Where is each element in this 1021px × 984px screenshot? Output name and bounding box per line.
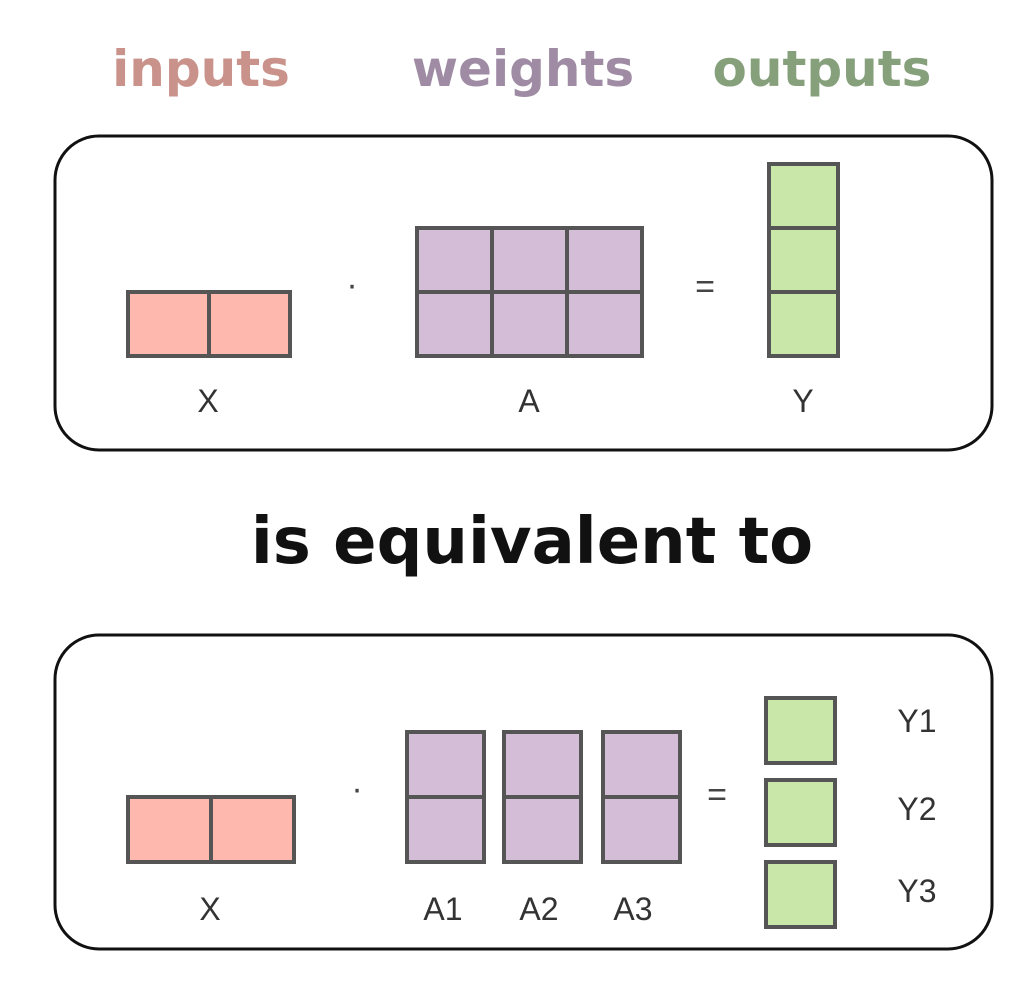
- dot-operator: ·: [351, 770, 362, 808]
- y3-label: Y3: [897, 873, 936, 909]
- dot-operator: ·: [346, 266, 357, 304]
- bottom-weights-a2: [502, 730, 583, 864]
- a1-label: A1: [423, 891, 462, 927]
- y1-cell: [764, 696, 837, 765]
- a3-label: A3: [613, 891, 652, 927]
- a2-cell: [502, 795, 583, 864]
- y-cell: [767, 290, 840, 358]
- y2-label: Y2: [897, 791, 936, 827]
- a-cell: [565, 290, 644, 358]
- x-cell: [209, 795, 296, 864]
- top-input-matrix-x: [126, 290, 292, 358]
- top-y-label: Y: [792, 383, 813, 419]
- bottom-weights-a1: [405, 730, 486, 864]
- a-cell: [565, 226, 644, 294]
- a1-cell: [405, 795, 486, 864]
- equals-operator: =: [695, 268, 715, 306]
- top-output-matrix-y: [767, 162, 840, 358]
- top-a-label: A: [518, 383, 540, 419]
- a3-cell: [601, 730, 682, 799]
- bottom-input-matrix-x: [126, 795, 296, 864]
- a-cell: [415, 290, 494, 358]
- a3-cell: [601, 795, 682, 864]
- outputs-header: outputs: [713, 40, 932, 98]
- x-cell: [126, 795, 213, 864]
- top-x-label: X: [197, 383, 218, 419]
- equals-operator: =: [707, 776, 727, 814]
- x-cell: [126, 290, 211, 358]
- y1-label: Y1: [897, 703, 936, 739]
- top-panel: · = X A Y: [53, 134, 994, 452]
- y-cell: [767, 226, 840, 294]
- a1-cell: [405, 730, 486, 799]
- top-weights-matrix-a: [415, 226, 644, 358]
- y3-cell: [764, 860, 837, 929]
- equivalence-caption: is equivalent to: [251, 505, 813, 579]
- inputs-header: inputs: [112, 40, 290, 98]
- x-cell: [207, 290, 292, 358]
- y2-cell: [764, 778, 837, 847]
- a2-cell: [502, 730, 583, 799]
- bottom-x-label: X: [199, 891, 220, 927]
- a-cell: [490, 226, 569, 294]
- bottom-panel: · = X A1 A2 A3 Y1 Y2 Y3: [53, 633, 994, 951]
- bottom-weights-a3: [601, 730, 682, 864]
- a2-label: A2: [519, 891, 558, 927]
- a-cell: [415, 226, 494, 294]
- a-cell: [490, 290, 569, 358]
- y-cell: [767, 162, 840, 230]
- weights-header: weights: [412, 40, 634, 98]
